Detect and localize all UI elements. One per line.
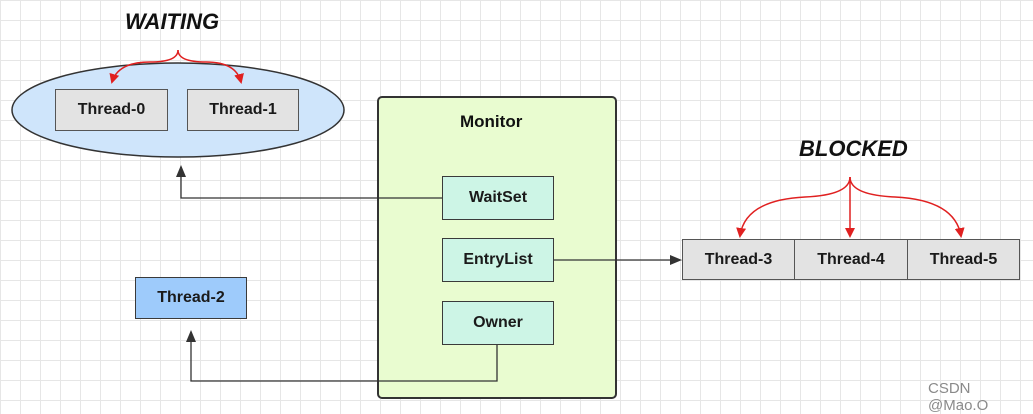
owner-box: Owner bbox=[442, 301, 554, 345]
thread-4-box: Thread-4 bbox=[794, 239, 908, 280]
waiting-ellipse bbox=[11, 62, 345, 158]
waiting-label: WAITING bbox=[125, 9, 220, 34]
thread-0-box: Thread-0 bbox=[55, 89, 168, 131]
waiting-arrows bbox=[109, 49, 244, 84]
thread-3-box: Thread-3 bbox=[682, 239, 795, 280]
thread-2-box: Thread-2 bbox=[135, 277, 247, 319]
blocked-label: BLOCKED bbox=[799, 136, 908, 161]
watermark: CSDN @Mao.O bbox=[928, 380, 989, 414]
waitset-to-waiting-connector bbox=[176, 165, 442, 199]
thread-5-box: Thread-5 bbox=[907, 239, 1020, 280]
monitor-title: Monitor bbox=[460, 112, 523, 131]
entrylist-box: EntryList bbox=[442, 238, 554, 282]
waitset-box: WaitSet bbox=[442, 176, 554, 220]
owner-to-thread2-connector bbox=[186, 330, 498, 382]
thread-1-box: Thread-1 bbox=[187, 89, 299, 131]
blocked-arrows bbox=[736, 176, 965, 238]
